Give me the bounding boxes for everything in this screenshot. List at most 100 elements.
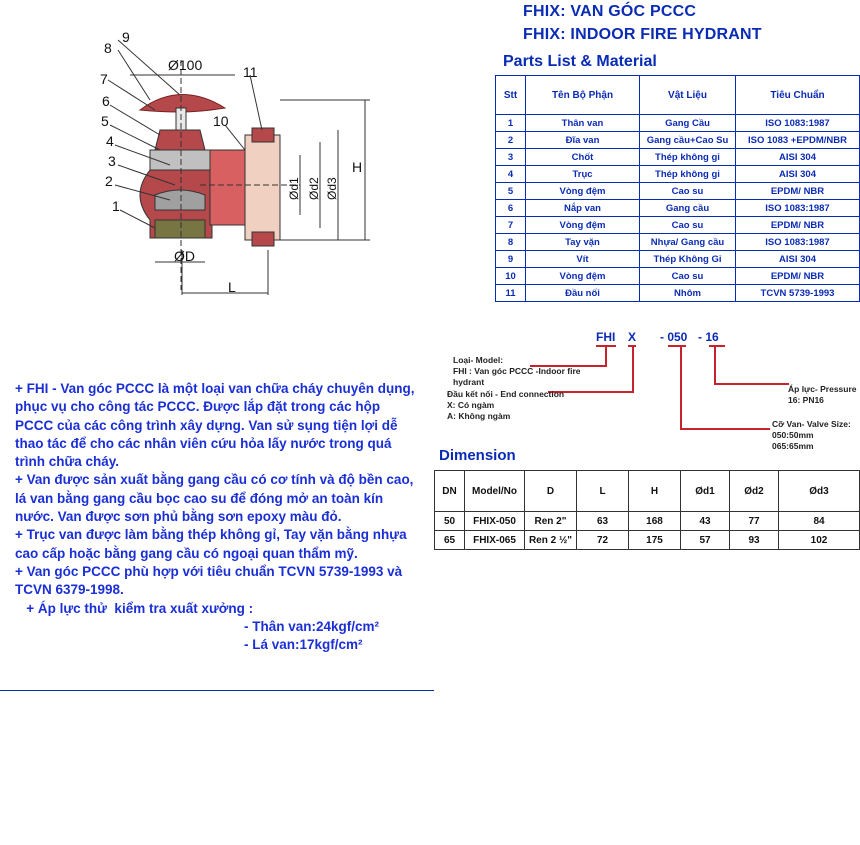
desc-pressure-disc: - Lá van:17kgf/cm²	[244, 637, 363, 653]
title-vn: FHIX: VAN GÓC PCCC	[523, 3, 697, 20]
parts-cell: Chốt	[525, 148, 640, 166]
parts-cell: Đĩa van	[525, 131, 640, 149]
dims-cell: Ren 2 ½"	[524, 530, 577, 550]
dims-cell: 57	[680, 530, 730, 550]
parts-cell: 10	[495, 267, 526, 285]
desc-para-2: + Van được sản xuất bằng gang cầu có cơ …	[15, 472, 414, 525]
parts-list-title: Parts List & Material	[503, 53, 657, 70]
dims-col-dn: DN	[434, 470, 465, 512]
dims-col-l: L	[576, 470, 629, 512]
dims-cell: 168	[628, 511, 681, 531]
callout-6: 6	[102, 93, 110, 109]
callout-11: 11	[243, 64, 258, 80]
callout-4: 4	[106, 133, 114, 149]
parts-cell: Cao su	[639, 267, 736, 285]
parts-cell: 1	[495, 114, 526, 132]
desc-pressure-body: - Thân van:24kgf/cm²	[244, 618, 380, 634]
parts-cell: 8	[495, 233, 526, 251]
parts-cell: Cao su	[639, 216, 736, 234]
dims-col-h: H	[628, 470, 681, 512]
dims-cell: FHIX-050	[464, 511, 525, 531]
parts-cell: Thép không gỉ	[639, 165, 736, 183]
dims-cell: 84	[778, 511, 860, 531]
dims-col-d3: Ød3	[778, 470, 860, 512]
callout-2: 2	[105, 173, 113, 189]
dims-cell: 102	[778, 530, 860, 550]
dims-cell: 50	[434, 511, 465, 531]
parts-cell: EPDM/ NBR	[735, 267, 860, 285]
parts-cell: Thép không gỉ	[639, 148, 736, 166]
col-standard: Tiêu Chuẩn	[735, 75, 860, 115]
dim-dd1: Ød1	[287, 177, 301, 200]
dims-cell: 43	[680, 511, 730, 531]
parts-header-row: Stt Tên Bộ Phận Vật Liệu Tiêu Chuẩn	[495, 75, 860, 115]
divider	[0, 690, 434, 691]
parts-cell: 3	[495, 148, 526, 166]
callout-5: 5	[101, 113, 109, 129]
parts-cell: Nhôm	[639, 284, 736, 302]
dims-cell: 65	[434, 530, 465, 550]
parts-cell: TCVN 5739-1993	[735, 284, 860, 302]
dims-cell: 175	[628, 530, 681, 550]
parts-cell: 6	[495, 199, 526, 217]
parts-cell: ISO 1083:1987	[735, 199, 860, 217]
dims-cell: 77	[729, 511, 779, 531]
dim-d100: Ø100	[168, 57, 202, 73]
dims-cell: 72	[576, 530, 629, 550]
col-material: Vật Liệu	[639, 75, 736, 115]
parts-cell: 11	[495, 284, 526, 302]
col-part-name: Tên Bộ Phận	[525, 75, 640, 115]
parts-cell: Thân van	[525, 114, 640, 132]
parts-cell: EPDM/ NBR	[735, 182, 860, 200]
code-pressure: - 16	[698, 330, 719, 344]
parts-cell: Thép Không Gỉ	[639, 250, 736, 268]
note-end-connection: Đầu kết nối - End connection X: Có ngàm …	[447, 389, 565, 421]
dim-dd2: Ød2	[307, 177, 321, 200]
parts-cell: Gang Cầu	[639, 114, 736, 132]
description: + FHI - Van góc PCCC là một loại van chữ…	[15, 380, 415, 654]
note-pressure: Áp lực- Pressure 16: PN16	[788, 384, 857, 405]
dims-header-row: DN Model/No D L H Ød1 Ød2 Ød3	[434, 470, 860, 512]
parts-cell: Vít	[525, 250, 640, 268]
dims-cell: 93	[729, 530, 779, 550]
dim-H: H	[352, 159, 362, 175]
dims-col-d2: Ød2	[729, 470, 779, 512]
parts-cell: AISI 304	[735, 165, 860, 183]
parts-cell: ISO 1083 +EPDM/NBR	[735, 131, 860, 149]
desc-para-1: + FHI - Van góc PCCC là một loại van chữ…	[15, 381, 415, 470]
parts-cell: 7	[495, 216, 526, 234]
parts-cell: EPDM/ NBR	[735, 216, 860, 234]
parts-cell: ISO 1083:1987	[735, 233, 860, 251]
parts-cell: Cao su	[639, 182, 736, 200]
dims-col-d1: Ød1	[680, 470, 730, 512]
parts-cell: Vòng đệm	[525, 216, 640, 234]
col-stt: Stt	[495, 75, 526, 115]
desc-para-5: + Áp lực thử kiểm tra xuất xưởng :	[15, 600, 254, 616]
dimension-title: Dimension	[439, 447, 516, 464]
parts-cell: 4	[495, 165, 526, 183]
dim-dD: ØD	[174, 248, 195, 264]
dims-cell: FHIX-065	[464, 530, 525, 550]
note-model: Loại- Model: FHI : Van góc PCCC -Indoor …	[453, 355, 581, 387]
desc-para-3: + Trục van được làm bằng thép không gỉ, …	[15, 527, 407, 561]
parts-cell: Đầu nối	[525, 284, 640, 302]
code-fhi: FHI	[596, 330, 616, 344]
parts-cell: Nắp van	[525, 199, 640, 217]
desc-para-4: + Van góc PCCC phù hợp với tiêu chuẩn TC…	[15, 563, 403, 598]
dims-cell: 63	[576, 511, 629, 531]
code-x: X	[628, 330, 637, 344]
parts-cell: AISI 304	[735, 250, 860, 268]
parts-cell: 5	[495, 182, 526, 200]
callout-9: 9	[122, 29, 130, 45]
